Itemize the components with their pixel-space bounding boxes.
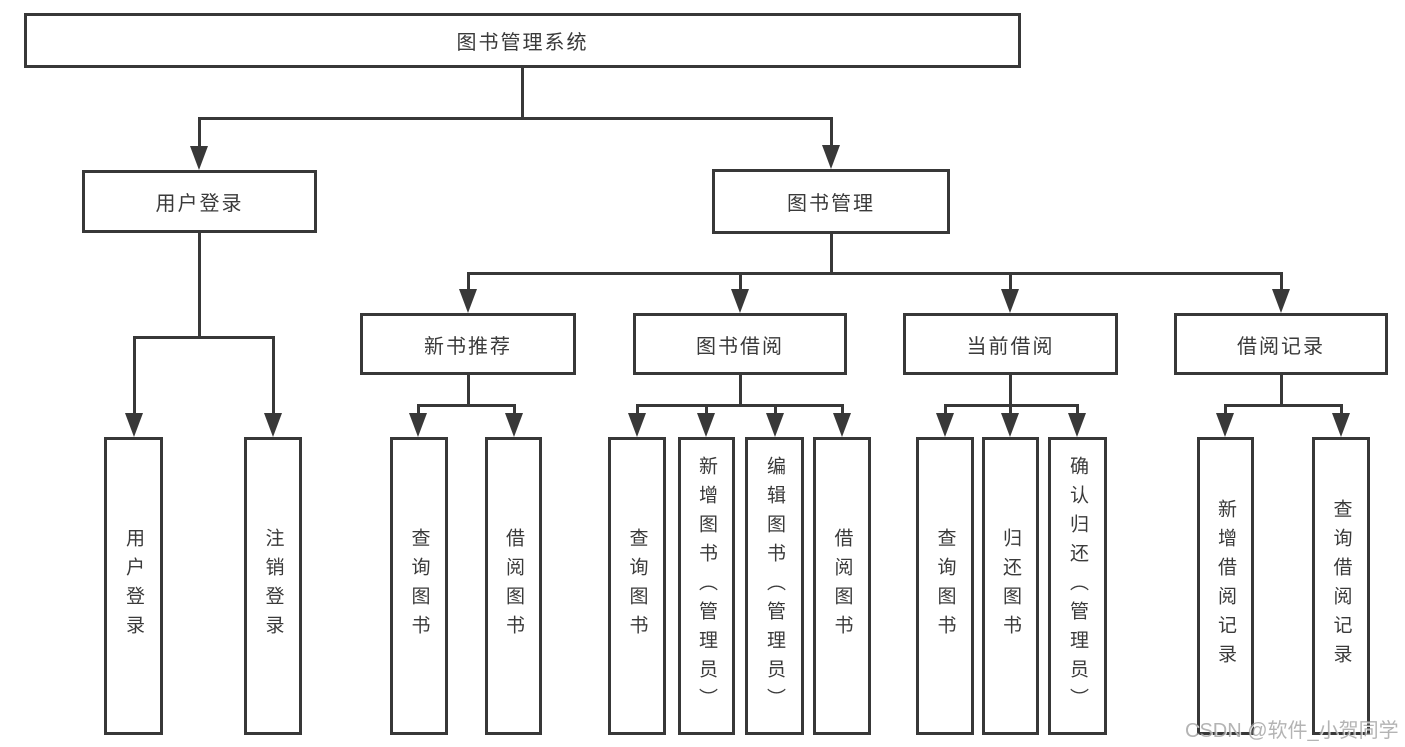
connector-line xyxy=(1340,404,1343,418)
connector-line xyxy=(198,233,201,338)
node-borrowing-records-label: 借阅记录 xyxy=(1237,335,1325,358)
leaf-borrow-books-recommend: 借阅图书 xyxy=(485,437,542,735)
leaf-confirm-return-admin-label: 确认归还（管理员） xyxy=(1067,455,1088,717)
connector-line xyxy=(841,404,844,418)
connector-line xyxy=(1280,375,1283,406)
leaf-query-borrow-record-label: 查询借阅记录 xyxy=(1330,499,1352,673)
leaf-logout: 注销登录 xyxy=(244,437,302,735)
arrow-down-icon xyxy=(628,413,646,437)
connector-line xyxy=(467,272,470,292)
connector-line xyxy=(944,404,947,418)
connector-line xyxy=(133,336,136,416)
connector-line xyxy=(774,404,777,418)
connector-line xyxy=(133,336,275,339)
leaf-edit-books-admin: 编辑图书（管理员） xyxy=(745,437,804,735)
leaf-query-borrow-record: 查询借阅记录 xyxy=(1312,437,1370,735)
arrow-down-icon xyxy=(936,413,954,437)
leaf-add-borrow-record-label: 新增借阅记录 xyxy=(1215,499,1236,673)
arrow-down-icon xyxy=(697,413,715,437)
node-user-login: 用户登录 xyxy=(82,170,317,233)
connector-line xyxy=(417,404,420,418)
leaf-borrow-books-recommend-label: 借阅图书 xyxy=(503,528,524,644)
connector-line xyxy=(521,68,524,118)
arrow-down-icon xyxy=(1001,413,1019,437)
leaf-query-books-recommend-label: 查询图书 xyxy=(408,528,430,644)
node-book-management: 图书管理 xyxy=(712,169,950,234)
leaf-query-books-current: 查询图书 xyxy=(916,437,974,735)
arrow-down-icon xyxy=(1332,413,1350,437)
leaf-edit-books-admin-label: 编辑图书（管理员） xyxy=(764,455,785,717)
connector-line xyxy=(1076,404,1079,418)
leaf-query-books-borrowing: 查询图书 xyxy=(608,437,666,735)
leaf-logout-label: 注销登录 xyxy=(262,528,284,644)
arrow-down-icon xyxy=(505,413,523,437)
node-current-borrowing-label: 当前借阅 xyxy=(966,335,1055,358)
leaf-add-books-admin: 新增图书（管理员） xyxy=(678,437,735,735)
leaf-user-login: 用户登录 xyxy=(104,437,163,735)
connector-line xyxy=(830,117,833,147)
arrow-down-icon xyxy=(731,289,749,313)
node-new-book-recommendation-label: 新书推荐 xyxy=(424,335,512,358)
leaf-return-books: 归还图书 xyxy=(982,437,1039,735)
connector-line xyxy=(739,272,742,292)
watermark: CSDN @软件_小贺同学 xyxy=(1185,720,1399,742)
arrow-down-icon xyxy=(264,413,282,437)
node-root: 图书管理系统 xyxy=(24,13,1021,68)
arrow-down-icon xyxy=(822,145,840,169)
leaf-query-books-current-label: 查询图书 xyxy=(934,528,956,644)
leaf-confirm-return-admin: 确认归还（管理员） xyxy=(1048,437,1107,735)
arrow-down-icon xyxy=(1216,413,1234,437)
connector-line xyxy=(705,404,708,418)
connector-line xyxy=(1224,404,1343,407)
arrow-down-icon xyxy=(766,413,784,437)
node-book-borrowing: 图书借阅 xyxy=(633,313,847,375)
node-new-book-recommendation: 新书推荐 xyxy=(360,313,576,375)
connector-line xyxy=(1009,404,1012,418)
arrow-down-icon xyxy=(1001,289,1019,313)
arrow-down-icon xyxy=(190,146,208,170)
connector-line xyxy=(739,375,742,406)
leaf-borrow-books-borrowing: 借阅图书 xyxy=(813,437,871,735)
node-current-borrowing: 当前借阅 xyxy=(903,313,1118,375)
connector-line xyxy=(417,404,516,407)
connector-line xyxy=(830,234,833,274)
connector-line xyxy=(636,404,844,407)
connector-line xyxy=(272,336,275,416)
connector-line xyxy=(198,117,201,148)
leaf-add-borrow-record: 新增借阅记录 xyxy=(1197,437,1254,735)
leaf-query-books-borrowing-label: 查询图书 xyxy=(626,528,648,644)
connector-line xyxy=(467,272,1283,275)
arrow-down-icon xyxy=(409,413,427,437)
arrow-down-icon xyxy=(1272,289,1290,313)
leaf-user-login-label: 用户登录 xyxy=(123,528,144,644)
leaf-return-books-label: 归还图书 xyxy=(1000,528,1021,644)
node-borrowing-records: 借阅记录 xyxy=(1174,313,1388,375)
node-book-borrowing-label: 图书借阅 xyxy=(696,335,784,358)
arrow-down-icon xyxy=(1068,413,1086,437)
connector-line xyxy=(198,117,833,120)
node-root-label: 图书管理系统 xyxy=(456,32,589,54)
leaf-borrow-books-borrowing-label: 借阅图书 xyxy=(831,528,853,644)
connector-line xyxy=(1224,404,1227,418)
connector-line xyxy=(513,404,516,418)
connector-line xyxy=(467,375,470,406)
connector-line xyxy=(636,404,639,418)
arrow-down-icon xyxy=(459,289,477,313)
connector-line xyxy=(1009,375,1012,406)
node-book-management-label: 图书管理 xyxy=(787,193,875,215)
leaf-add-books-admin-label: 新增图书（管理员） xyxy=(696,455,717,717)
arrow-down-icon xyxy=(833,413,851,437)
leaf-query-books-recommend: 查询图书 xyxy=(390,437,448,735)
node-user-login-label: 用户登录 xyxy=(155,193,244,215)
arrow-down-icon xyxy=(125,413,143,437)
connector-line xyxy=(1280,272,1283,292)
connector-line xyxy=(1009,272,1012,292)
